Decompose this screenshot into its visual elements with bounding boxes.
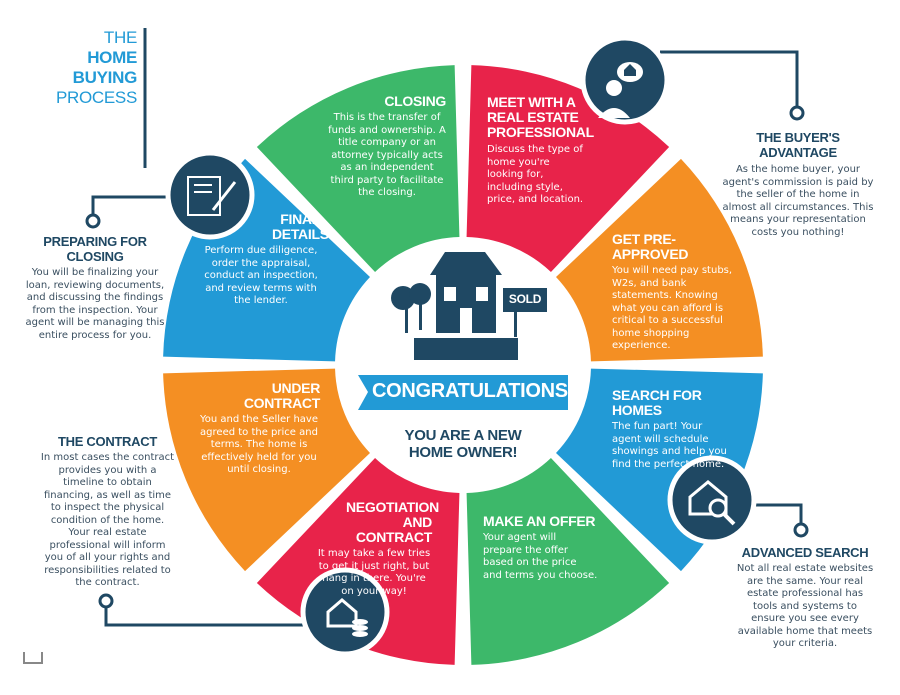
note-preparing-for-closing: PREPARING FOR CLOSING You will be finali…	[25, 234, 165, 342]
step-title: SEARCH FOR HOMES	[612, 387, 702, 418]
new-home-owner-text: YOU ARE A NEW HOME OWNER!	[404, 427, 522, 461]
document-signing-icon	[165, 150, 255, 240]
step-text: Perform due diligence, order the apprais…	[204, 245, 318, 306]
step-text: This is the transfer of funds and owners…	[328, 112, 446, 198]
note-text: You will be finalizing your loan, review…	[25, 267, 165, 341]
page-title: THE HOME BUYING PROCESS	[40, 28, 137, 108]
step-title: NEGOTIATION AND CONTRACT	[346, 499, 439, 545]
step-closing: CLOSING This is the transfer of funds an…	[328, 94, 446, 200]
step-title: CLOSING	[384, 93, 446, 109]
note-advanced-search: ADVANCED SEARCH Not all real estate webs…	[735, 545, 875, 651]
step-pre-approved: GET PRE-APPROVED You will need pay stubs…	[612, 232, 742, 353]
equal-housing-icon	[23, 652, 43, 664]
connector-buyers-advantage	[660, 50, 799, 106]
house-illustration	[391, 252, 547, 360]
ring-segment-6	[163, 368, 370, 572]
note-title: ADVANCED SEARCH	[741, 545, 869, 560]
connector-dot	[85, 213, 101, 229]
step-final-details: FINAL DETAILS Perform due diligence, ord…	[202, 211, 329, 308]
connector-preparing	[91, 195, 170, 215]
note-text: In most cases the contract provides you …	[40, 452, 175, 588]
ring-segment-4	[466, 458, 670, 665]
note-title: THE CONTRACT	[58, 434, 157, 449]
title-line-3: PROCESS	[55, 88, 137, 107]
step-text: Your agent will prepare the offer based …	[483, 532, 598, 581]
connector-advanced	[750, 503, 803, 524]
step-title: FINAL DETAILS	[272, 211, 329, 242]
step-make-offer: MAKE AN OFFER Your agent will prepare th…	[483, 514, 598, 582]
home-money-icon	[300, 567, 390, 657]
note-title: THE BUYER'S ADVANTAGE	[756, 130, 840, 160]
congratulations-banner	[358, 375, 568, 410]
title-line-2: HOME BUYING	[72, 48, 138, 87]
step-negotiation: NEGOTIATION AND CONTRACT It may take a f…	[316, 499, 439, 598]
connector-contract	[104, 607, 310, 627]
step-text: You and the Seller have agreed to the pr…	[199, 414, 319, 475]
sold-sign-text: SOLD	[508, 292, 542, 306]
note-text: As the home buyer, your agent's commissi…	[722, 164, 874, 238]
note-text: Not all real estate websites are the sam…	[736, 563, 874, 649]
step-meet-agent: MEET WITH A REAL ESTATE PROFESSIONAL Dis…	[487, 94, 594, 207]
congratulations-text: CONGRATULATIONS!	[372, 380, 575, 402]
step-text: You will need pay stubs, W2s, and bank s…	[612, 265, 733, 351]
note-title: PREPARING FOR CLOSING	[43, 234, 147, 264]
step-title: MAKE AN OFFER	[483, 513, 596, 529]
agent-icon	[580, 35, 670, 125]
step-text: The fun part! Your agent will schedule s…	[612, 421, 727, 470]
note-buyers-advantage: THE BUYER'S ADVANTAGE As the home buyer,…	[722, 130, 874, 239]
home-search-icon	[667, 455, 757, 545]
ring-segment-2	[556, 158, 763, 362]
note-the-contract: THE CONTRACT In most cases the contract …	[40, 434, 175, 590]
ring-segment-8	[256, 65, 460, 272]
step-title: MEET WITH A REAL ESTATE PROFESSIONAL	[487, 94, 594, 140]
connector-dot	[793, 522, 809, 538]
title-line-1: THE	[103, 28, 137, 47]
step-text: Discuss the type of home you're looking …	[487, 144, 584, 205]
step-search-homes: SEARCH FOR HOMES The fun part! Your agen…	[612, 388, 734, 471]
step-title: UNDER CONTRACT	[243, 380, 320, 411]
connector-dot	[789, 105, 805, 121]
step-title: GET PRE-APPROVED	[612, 231, 689, 262]
connector-dot	[98, 593, 114, 609]
step-under-contract: UNDER CONTRACT You and the Seller have a…	[198, 381, 320, 477]
step-text: It may take a few tries to get it just r…	[317, 548, 431, 597]
